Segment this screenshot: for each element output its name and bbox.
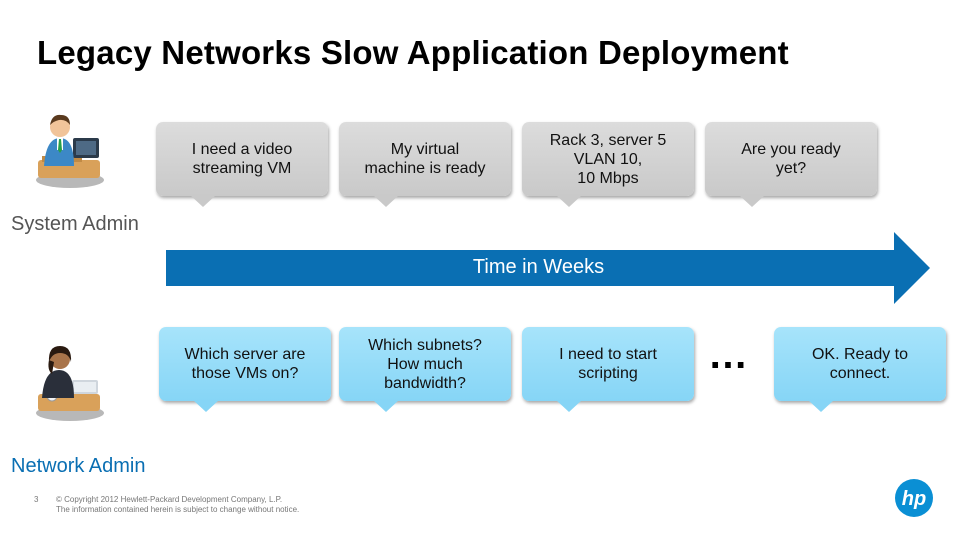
bubble-line: streaming VM xyxy=(192,160,292,177)
notice-line: The information contained herein is subj… xyxy=(56,505,300,514)
bubble-line: Are you ready xyxy=(741,141,841,158)
system-admin-bubble: Are you ready yet? xyxy=(705,122,877,207)
hp-logo-icon: hp xyxy=(895,479,933,517)
page-number: 3 xyxy=(34,495,39,504)
bubble-line: Rack 3, server 5 xyxy=(549,131,667,149)
footer-copyright: © Copyright 2012 Hewlett-Packard Develop… xyxy=(56,495,299,515)
bubble-line: VLAN 10, xyxy=(573,150,643,168)
bubble-line: Which subnets? xyxy=(368,336,482,354)
timeline-label: Time in Weeks xyxy=(472,255,605,278)
system-admin-bubble: Rack 3, server 5 VLAN 10, 10 Mbps xyxy=(522,122,694,207)
bubble-line: How much xyxy=(387,355,463,373)
slide-title: Legacy Networks Slow Application Deploym… xyxy=(37,34,789,71)
system-admin-avatar-icon xyxy=(36,114,104,188)
bubble-line: connect. xyxy=(829,365,891,382)
bubble-line: Which server are xyxy=(184,346,306,363)
system-admin-label: System Admin xyxy=(11,213,139,235)
bubble-line: yet? xyxy=(775,160,807,177)
system-admin-bubble: My virtual machine is ready xyxy=(339,122,511,207)
system-admin-bubble: I need a video streaming VM xyxy=(156,122,328,207)
network-admin-bubble: OK. Ready to connect. xyxy=(774,327,946,412)
copyright-line: © Copyright 2012 Hewlett-Packard Develop… xyxy=(56,495,283,504)
bubble-line: bandwidth? xyxy=(384,374,466,392)
bubble-line: machine is ready xyxy=(364,160,486,177)
bubble-line: scripting xyxy=(578,365,638,382)
network-admin-avatar-icon xyxy=(36,346,104,421)
bubble-line: those VMs on? xyxy=(191,365,299,382)
network-admin-bubble: Which server are those VMs on? xyxy=(159,327,331,412)
network-admin-label: Network Admin xyxy=(11,455,146,477)
ellipsis: … xyxy=(708,333,751,377)
bubble-line: OK. Ready to xyxy=(811,346,909,363)
bubble-line: I need a video xyxy=(191,141,293,158)
bubble-line: 10 Mbps xyxy=(577,169,639,187)
network-admin-bubble: Which subnets? How much bandwidth? xyxy=(339,327,511,412)
timeline-arrow xyxy=(166,232,930,304)
svg-text:hp: hp xyxy=(902,488,926,510)
bubble-line: I need to start xyxy=(559,346,657,363)
bubble-line: My virtual xyxy=(390,141,460,158)
network-admin-bubble: I need to start scripting xyxy=(522,327,694,412)
